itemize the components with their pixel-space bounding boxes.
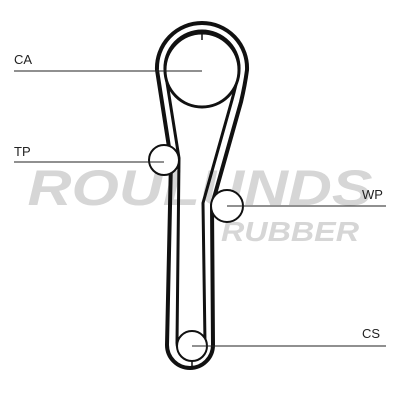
belt-outer-edge (154, 20, 250, 370)
label-camshaft: CA (14, 52, 33, 67)
watermark-brand-bottom: RUBBER (221, 216, 360, 247)
camshaft-pulley (163, 31, 241, 109)
watermark-brand-top: ROULUNDS (28, 160, 373, 216)
label-tensioner-pulley: TP (14, 144, 31, 159)
label-water-pump: WP (362, 187, 383, 202)
label-crankshaft: CS (362, 326, 381, 341)
tensioner-pulley (148, 144, 180, 176)
watermark: ROULUNDS RUBBER (28, 160, 373, 247)
leader-lines (14, 70, 386, 347)
